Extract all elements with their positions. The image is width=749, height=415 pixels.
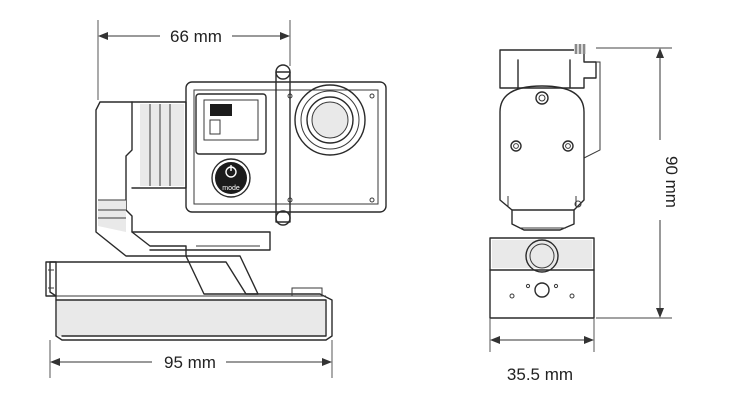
camera-width-label: 66 mm <box>170 27 222 46</box>
side-neck <box>511 209 575 231</box>
dimension-base-length: 95 mm <box>49 340 333 378</box>
dimension-depth: 35.5 mm <box>489 318 595 384</box>
side-top-strap <box>499 44 601 159</box>
side-view: 90 mm 35.5 mm <box>489 44 681 384</box>
side-base-block <box>489 237 595 319</box>
height-label: 90 mm <box>662 156 681 208</box>
depth-label: 35.5 mm <box>507 365 573 384</box>
base-plate <box>45 255 333 341</box>
camera-body: mode <box>185 64 387 226</box>
side-motor-housing <box>499 85 585 211</box>
gimbal-arm <box>95 101 271 257</box>
dimension-height: 90 mm <box>596 47 681 319</box>
base-length-label: 95 mm <box>164 353 216 372</box>
mode-button-label: mode <box>222 185 240 192</box>
dimension-camera-width: 66 mm <box>97 20 291 100</box>
front-view: mode 66 mm <box>45 20 387 378</box>
